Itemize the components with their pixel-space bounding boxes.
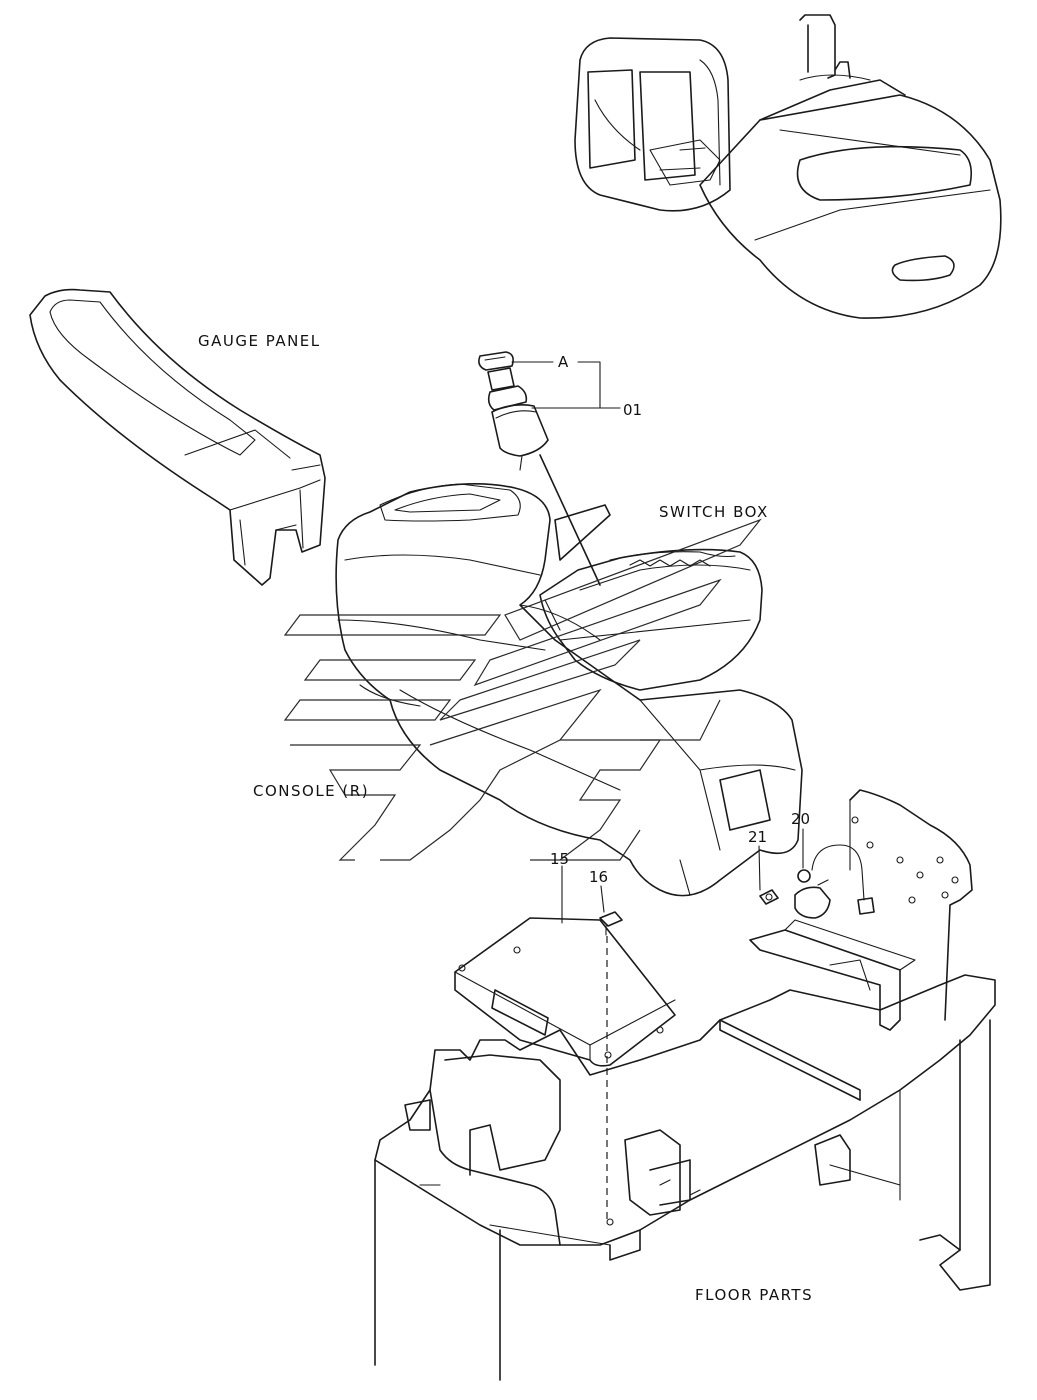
floor-parts-label: FLOOR PARTS [695,1286,813,1304]
key-switch-01 [478,351,601,586]
console-r-drawing [335,483,803,897]
callout-21: 21 [748,828,767,846]
switch-box-label: SWITCH BOX [659,503,769,521]
watermark-logo [283,518,762,861]
part-20-21-drawing [759,844,875,919]
leader-lines [511,361,804,1222]
part-15-16-drawing [454,911,676,1067]
callout-15: 15 [550,850,569,868]
bracket-plate-drawing [749,789,973,1031]
callout-20: 20 [791,810,810,828]
floor-parts-drawing [374,974,996,1381]
callout-a: A [558,353,569,371]
gauge-panel-drawing [29,288,326,586]
gauge-panel-label: GAUGE PANEL [198,332,321,350]
callout-16: 16 [589,868,608,886]
switch-box-drawing [539,504,763,691]
callout-01: 01 [623,401,642,419]
excavator-overview [574,14,1002,319]
console-r-label: CONSOLE (R) [253,782,369,800]
